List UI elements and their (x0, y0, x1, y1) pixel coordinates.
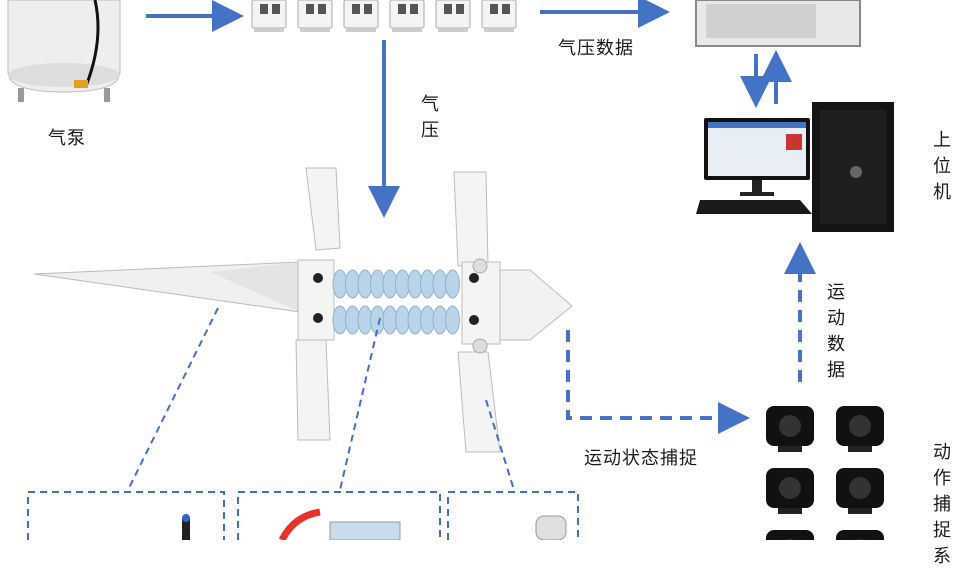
motion-capture-label: 运动状态捕捉 (584, 448, 698, 469)
air-pump-image (7, 0, 121, 102)
callout-content (182, 508, 567, 540)
host-pc-label: 上 位 机 (932, 128, 952, 206)
mocap-camera (766, 468, 814, 514)
mocap-camera (836, 406, 884, 452)
bellows-ring (370, 269, 385, 299)
bellows-ring (382, 305, 398, 335)
bellows-ring (395, 305, 410, 335)
bellows-ring (445, 269, 460, 299)
pressure-label-char: 压 (421, 120, 439, 141)
motion-data-label-char: 据 (827, 360, 845, 381)
motion-capture-arrow (566, 330, 750, 434)
soft-robot-image (33, 167, 573, 453)
motion-data-label-char: 运 (827, 282, 845, 303)
pressure-data-label: 气压数据 (558, 38, 634, 59)
pressure-label: 气 压 (420, 92, 440, 144)
pressure-label-char: 气 (421, 94, 439, 115)
motion-data-label-char: 动 (827, 308, 845, 329)
valve-unit (251, 0, 287, 32)
callout-line-tail (127, 307, 219, 491)
valve-unit (389, 0, 425, 32)
bellows-ring (445, 305, 460, 335)
host-pc-label-char: 上 (933, 130, 951, 151)
capture-system-label-char: 动 (933, 442, 951, 463)
bellows-ring (420, 305, 435, 335)
bellows-ring (332, 305, 348, 335)
valve-unit (435, 0, 471, 32)
callout-box-1 (27, 491, 225, 540)
bellows-ring (395, 269, 410, 299)
capture-system-label-char: 捕 (933, 494, 951, 515)
data-acquisition-box-image (695, 0, 861, 47)
mocap-camera (836, 530, 884, 540)
host-pc-label-char: 位 (933, 156, 951, 177)
capture-system-label-char: 捉 (933, 520, 951, 541)
capture-system-label-char: 作 (933, 468, 951, 489)
proportional-valve-array (251, 0, 517, 32)
motion-capture-cameras (766, 406, 884, 540)
bellows-ring (420, 269, 435, 299)
bellows-ring (432, 305, 448, 335)
callout-box-2 (237, 491, 441, 540)
mocap-camera (836, 468, 884, 514)
mocap-camera (766, 406, 814, 452)
mocap-camera (766, 530, 814, 540)
valve-unit (481, 0, 517, 32)
bellows-ring (432, 269, 448, 299)
bellows-ring (407, 305, 423, 335)
callout-line-leg (485, 399, 515, 491)
bellows-ring (407, 269, 423, 299)
host-computer-image (696, 102, 894, 232)
callout-line-bellows (339, 317, 381, 491)
bellows-ring (332, 269, 348, 299)
bellows-ring (357, 305, 373, 335)
air-pump-label: 气泵 (48, 128, 86, 149)
motion-data-label-char: 数 (827, 334, 845, 355)
bellows-ring (345, 269, 360, 299)
host-pc-label-char: 机 (933, 182, 951, 203)
callout-box-3 (447, 491, 579, 540)
capture-system-label: 动 作 捕 捉 系 (932, 440, 952, 570)
valve-unit (297, 0, 333, 32)
bellows-ring (357, 269, 373, 299)
motion-data-label: 运 动 数 据 (826, 280, 846, 384)
valve-unit (343, 0, 379, 32)
bellows-segments (332, 269, 460, 335)
bellows-ring (382, 269, 398, 299)
bellows-ring (345, 305, 360, 335)
capture-system-label-char: 系 (933, 546, 951, 567)
system-diagram (7, 0, 894, 540)
